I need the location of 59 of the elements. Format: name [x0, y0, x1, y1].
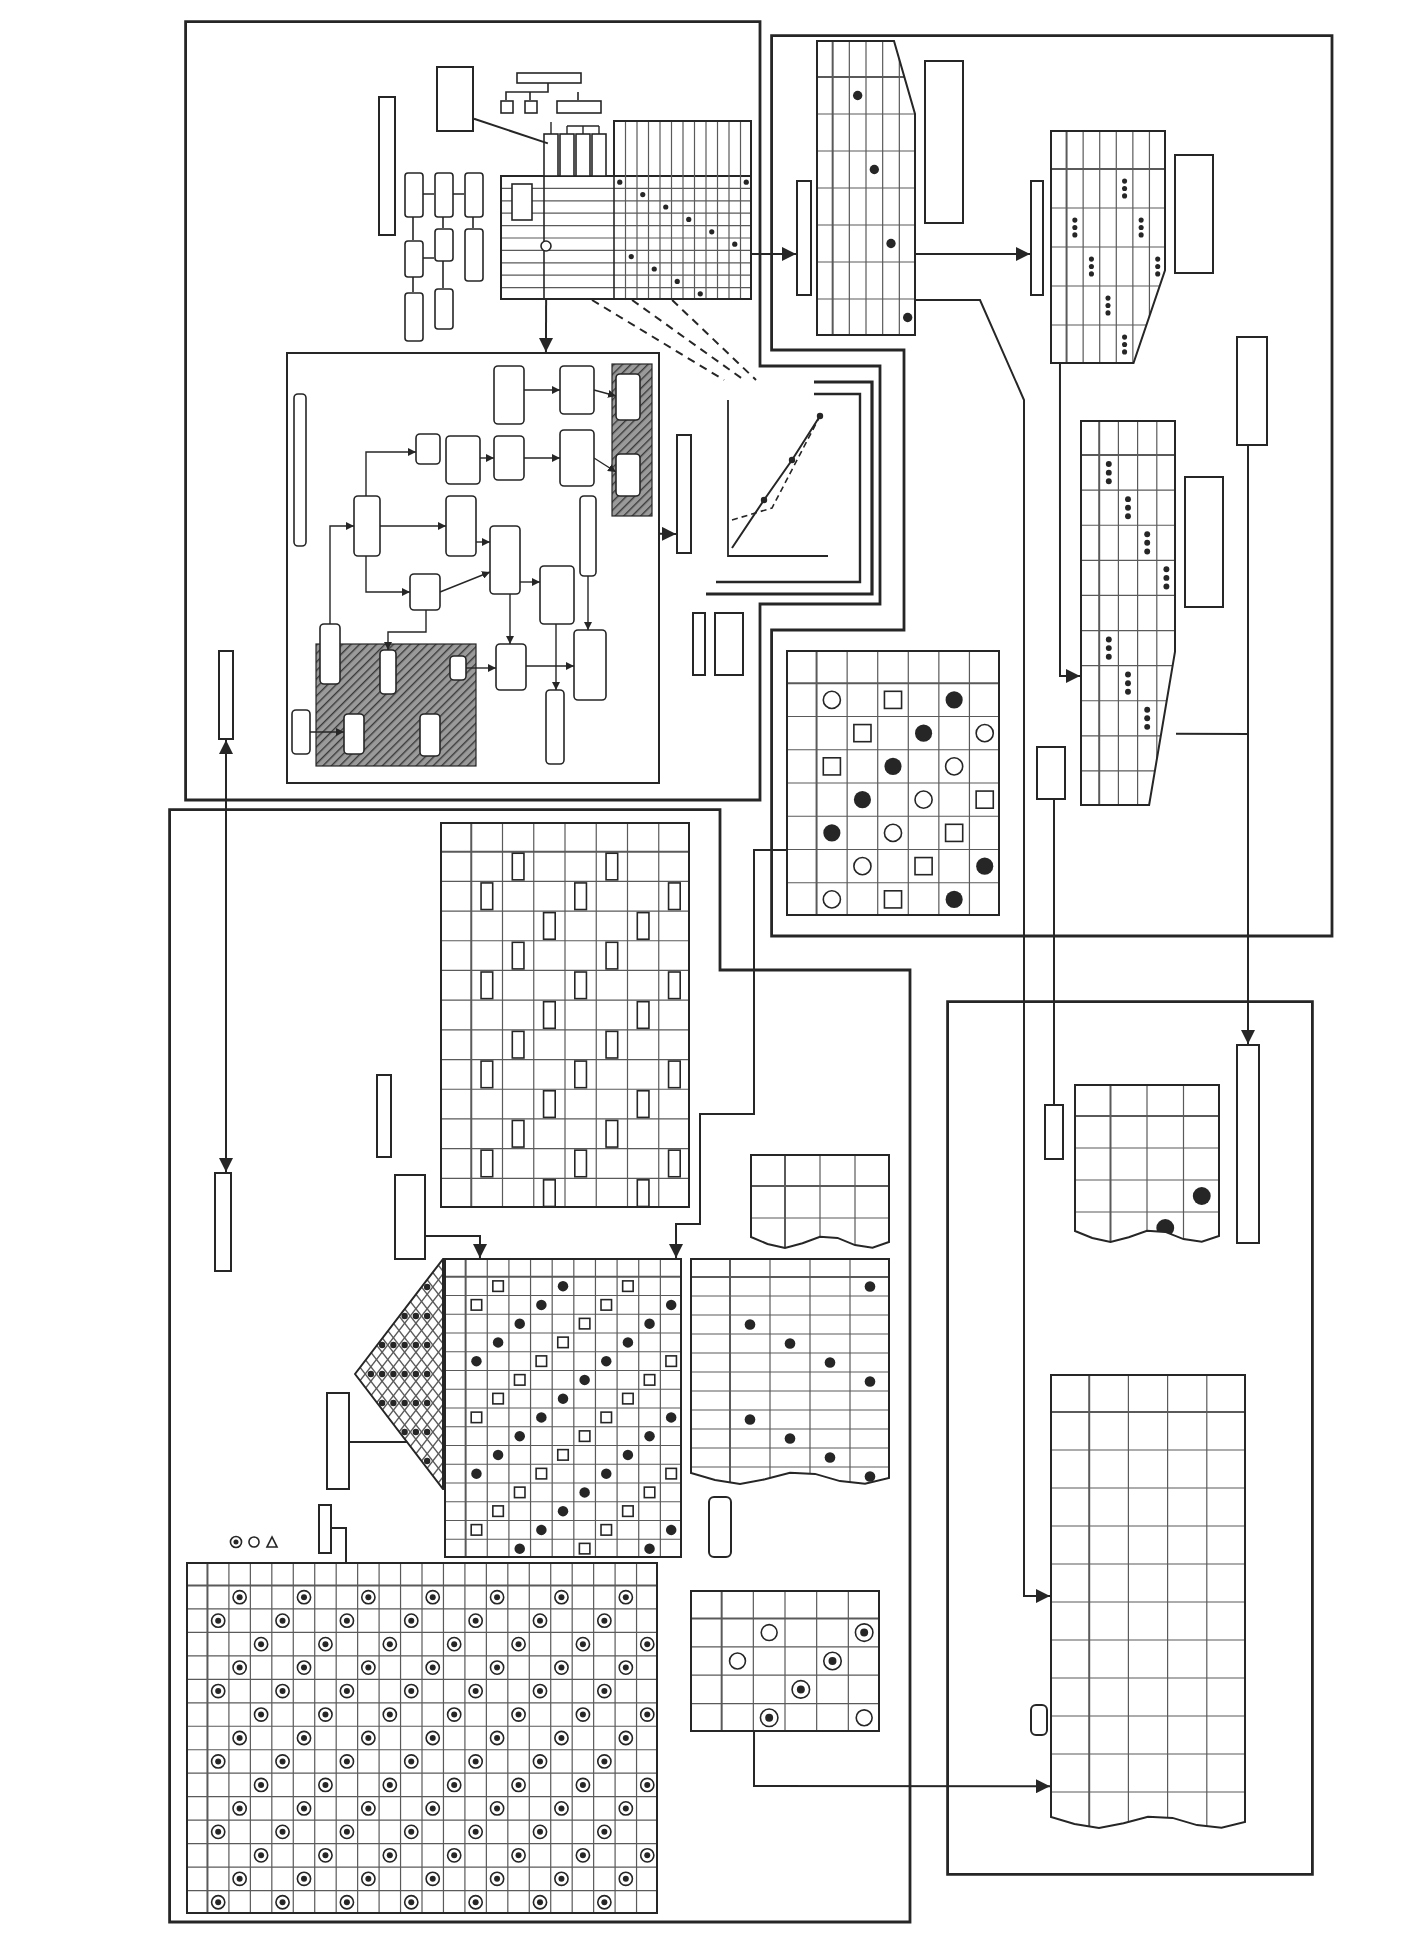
arrow — [1175, 732, 1255, 1045]
label-frame — [1036, 746, 1066, 800]
connector-line — [1053, 799, 1055, 1105]
dashed-line — [631, 299, 745, 381]
label-frame — [1236, 1044, 1260, 1244]
label-frame — [1174, 154, 1214, 274]
label-frame — [714, 612, 744, 676]
label-frame — [326, 1392, 350, 1490]
label-frame — [394, 1174, 426, 1260]
label-frame — [708, 1496, 732, 1558]
connector-line — [473, 117, 549, 145]
label-frame — [692, 612, 706, 676]
label-frame — [378, 96, 396, 236]
label-frame — [1030, 1704, 1048, 1736]
dashed-line — [591, 299, 726, 381]
label-frame — [376, 1074, 392, 1158]
label-frame — [676, 434, 692, 554]
label-frame — [1030, 180, 1044, 296]
label-frame — [218, 650, 234, 740]
label-frame — [318, 1504, 332, 1554]
arrow — [669, 849, 787, 1259]
arrow — [915, 298, 1051, 1604]
symbol-table-drawing — [786, 650, 1000, 916]
panel-frame — [770, 34, 1334, 938]
org-chart-drawing — [402, 168, 486, 344]
connector-line — [349, 1441, 409, 1443]
matrix-grid-drawing — [500, 120, 752, 300]
connector-line — [331, 1527, 347, 1563]
arrow — [1059, 363, 1081, 683]
data-table-drawing — [816, 40, 916, 336]
data-table-drawing — [1050, 130, 1166, 364]
data-table-drawing — [440, 822, 690, 1208]
data-table-drawing — [1074, 1084, 1220, 1244]
data-table-drawing — [690, 1590, 880, 1732]
arrow — [219, 739, 233, 1173]
data-table-drawing — [1080, 420, 1176, 806]
label-frame — [1236, 336, 1268, 446]
arrow — [659, 526, 677, 541]
line-chart-drawing — [704, 380, 874, 596]
data-table-drawing — [1050, 1374, 1246, 1830]
label-frame — [924, 60, 964, 224]
relationship-matrix-drawing — [186, 1562, 658, 1914]
arrow — [751, 247, 797, 261]
hierarchy-drawing — [496, 70, 606, 118]
label-frame — [796, 180, 812, 296]
label-frame — [436, 66, 474, 132]
data-table-drawing — [750, 1154, 890, 1250]
panel-frame — [168, 808, 912, 1924]
dashed-line — [671, 299, 757, 381]
data-table-drawing — [690, 1258, 890, 1486]
arrow — [539, 299, 553, 353]
label-frame — [1184, 476, 1224, 608]
arrow — [915, 247, 1031, 261]
relationship-matrix-drawing — [444, 1258, 682, 1558]
label-frame — [1044, 1104, 1064, 1160]
arrow — [753, 1731, 1051, 1794]
panel-frame — [946, 1000, 1314, 1876]
label-frame — [214, 1172, 232, 1272]
arrow — [425, 1235, 487, 1259]
